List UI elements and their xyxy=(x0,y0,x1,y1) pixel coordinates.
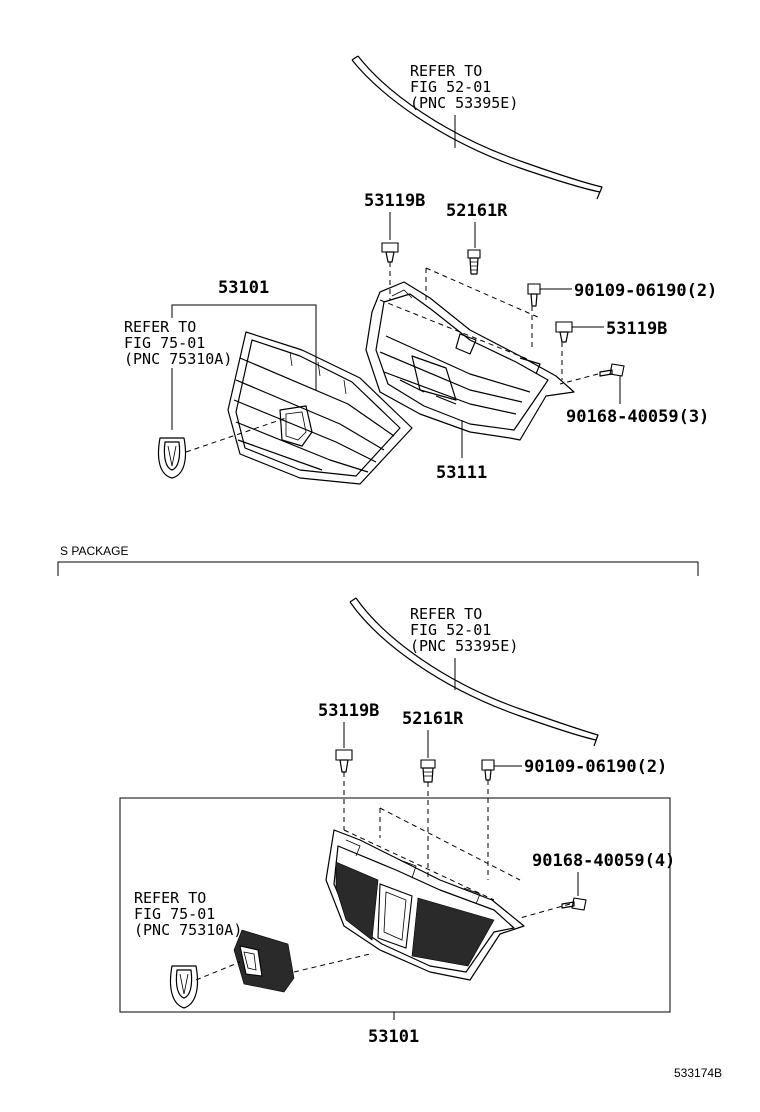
dashed-locators-top xyxy=(379,262,599,385)
clip-53119B-icon xyxy=(381,242,399,263)
label-53101-top: 53101 xyxy=(218,278,269,298)
emblem-mesh-insert-icon xyxy=(233,929,295,993)
refer-emblem-top-line2: FIG 75-01 xyxy=(124,334,205,352)
refer-molding-bottom-line1: REFER TO xyxy=(410,605,482,623)
figure-id: 533174B xyxy=(674,1066,722,1080)
bolt-90109-bottom-icon xyxy=(481,759,495,781)
grille-frame-53111-top xyxy=(365,281,575,441)
dashed-emblem-bottom-1 xyxy=(195,961,241,981)
label-90109-top: 90109-06190(2) xyxy=(574,281,717,301)
clip-53119B-bottom-icon xyxy=(335,749,353,773)
label-90168-bottom: 90168-40059(4) xyxy=(532,851,675,871)
leader-53101-top xyxy=(171,304,317,390)
label-53119B-top: 53119B xyxy=(364,191,425,211)
label-53119B-right: 53119B xyxy=(606,319,667,339)
label-53111-top: 53111 xyxy=(436,463,487,483)
refer-emblem-bottom-line3: (PNC 75310A) xyxy=(134,921,242,939)
label-53101-bottom: 53101 xyxy=(368,1027,419,1047)
bolt-90109-icon xyxy=(527,283,541,307)
refer-molding-bottom-line3: (PNC 53395E) xyxy=(410,637,518,655)
refer-emblem-bottom-line2: FIG 75-01 xyxy=(134,905,215,923)
hood-molding-strip-bottom xyxy=(349,597,599,747)
section-label-s-package: S PACKAGE xyxy=(60,544,128,558)
clip-52161R-bottom-icon xyxy=(420,759,436,783)
label-52161R-top: 52161R xyxy=(446,201,508,221)
grille-53101-bottom xyxy=(325,829,525,981)
dashed-emblem-bottom-2 xyxy=(293,953,371,973)
emblem-bottom-icon xyxy=(169,965,199,1009)
screw-90168-bottom-icon xyxy=(561,897,587,911)
clip-52161R-icon xyxy=(467,249,481,275)
refer-emblem-bottom-line1: REFER TO xyxy=(134,889,206,907)
refer-emblem-top-line3: (PNC 75310A) xyxy=(124,350,232,368)
section-bracket xyxy=(57,561,699,576)
dashed-emblem-top xyxy=(185,417,287,453)
dashed-locators-bottom xyxy=(343,772,571,919)
screw-90168-top-icon xyxy=(599,363,625,377)
label-90109-bottom: 90109-06190(2) xyxy=(524,757,667,777)
emblem-top-icon xyxy=(157,437,187,479)
label-52161R-bottom: 52161R xyxy=(402,709,464,729)
refer-emblem-top-line1: REFER TO xyxy=(124,318,196,336)
refer-molding-top-line1: REFER TO xyxy=(410,62,482,80)
refer-molding-top-line2: FIG 52-01 xyxy=(410,78,491,96)
clip-53119B-right-icon xyxy=(555,321,573,343)
assembly-box-bottom xyxy=(119,797,671,1013)
label-53119B-bottom: 53119B xyxy=(318,701,379,721)
label-90168-top: 90168-40059(3) xyxy=(566,407,709,427)
refer-molding-bottom-line2: FIG 52-01 xyxy=(410,621,491,639)
grille-53101-top xyxy=(227,331,413,485)
refer-molding-top-line3: (PNC 53395E) xyxy=(410,94,518,112)
hood-molding-strip-top xyxy=(351,55,603,200)
